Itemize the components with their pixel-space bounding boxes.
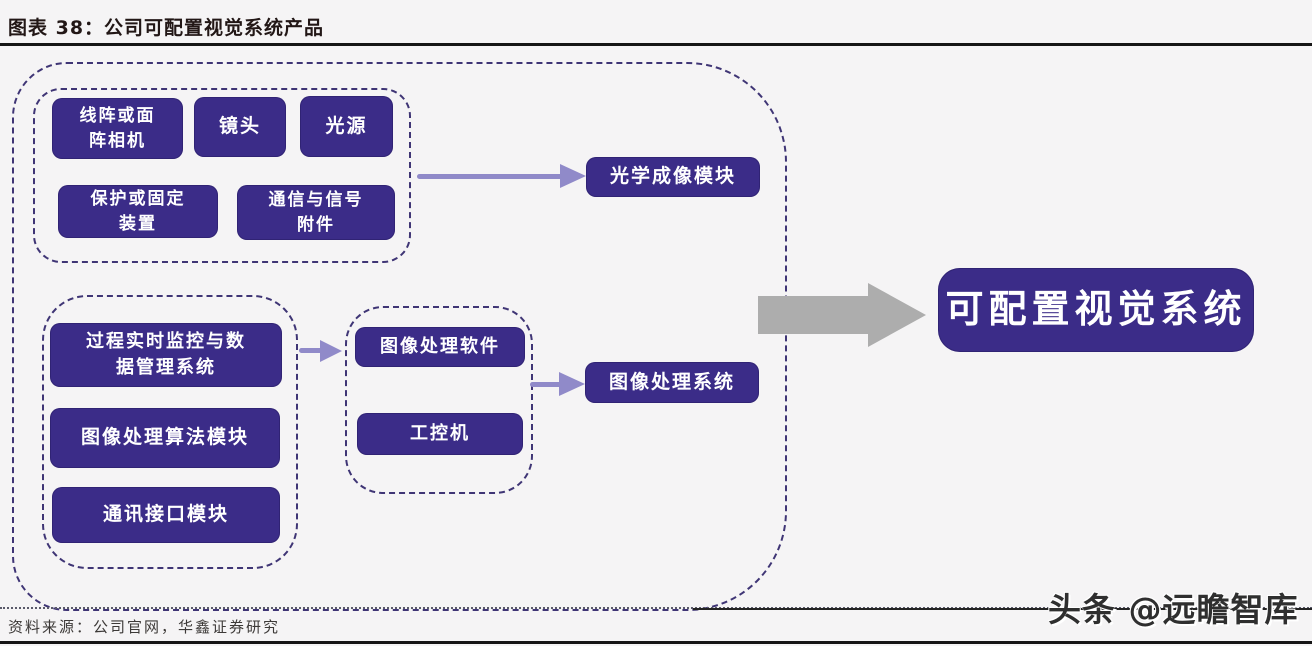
processing-group bbox=[345, 306, 533, 494]
node-line-or-area-camera: 线阵或面 阵相机 bbox=[52, 98, 183, 159]
big-arrow-head-icon bbox=[868, 283, 926, 347]
watermark-text: 头条 @远瞻智库 bbox=[1048, 590, 1299, 629]
node-communication-interface-module: 通讯接口模块 bbox=[52, 487, 280, 543]
node-image-processing-algorithm-module: 图像处理算法模块 bbox=[50, 408, 280, 468]
flow-arrow-optical-shaft bbox=[417, 174, 563, 179]
node-comm-signal-accessory: 通信与信号 附件 bbox=[237, 185, 395, 240]
flow-arrow-software-head-icon bbox=[320, 340, 342, 362]
outer-dashed-container bbox=[12, 62, 787, 611]
optical-components-group bbox=[33, 88, 411, 263]
node-image-processing-software: 图像处理软件 bbox=[355, 327, 525, 367]
footer-dotted-line bbox=[0, 607, 1312, 609]
node-lens: 镜头 bbox=[194, 97, 286, 157]
flow-arrow-software-shaft bbox=[299, 348, 323, 353]
node-realtime-monitoring-data-system: 过程实时监控与数 据管理系统 bbox=[50, 323, 282, 387]
title-divider-line bbox=[0, 43, 1312, 46]
bottom-divider-line bbox=[0, 641, 1312, 644]
figure-title: 图表 38：公司可配置视觉系统产品 bbox=[8, 17, 325, 39]
watermark-line bbox=[693, 608, 1312, 610]
flow-arrow-optical-head-icon bbox=[560, 164, 586, 188]
big-arrow-body bbox=[758, 296, 870, 334]
node-protective-fixture: 保护或固定 装置 bbox=[58, 185, 218, 238]
node-optical-imaging-module: 光学成像模块 bbox=[586, 157, 760, 197]
flow-arrow-processing-shaft bbox=[530, 382, 562, 387]
node-industrial-pc: 工控机 bbox=[357, 413, 523, 455]
node-image-processing-system: 图像处理系统 bbox=[585, 362, 759, 403]
flow-arrow-processing-head-icon bbox=[559, 372, 585, 396]
source-note: 资料来源：公司官网，华鑫证券研究 bbox=[8, 618, 281, 636]
node-configurable-vision-system: 可配置视觉系统 bbox=[938, 268, 1254, 352]
software-modules-group bbox=[42, 295, 298, 569]
node-light-source: 光源 bbox=[300, 96, 393, 157]
